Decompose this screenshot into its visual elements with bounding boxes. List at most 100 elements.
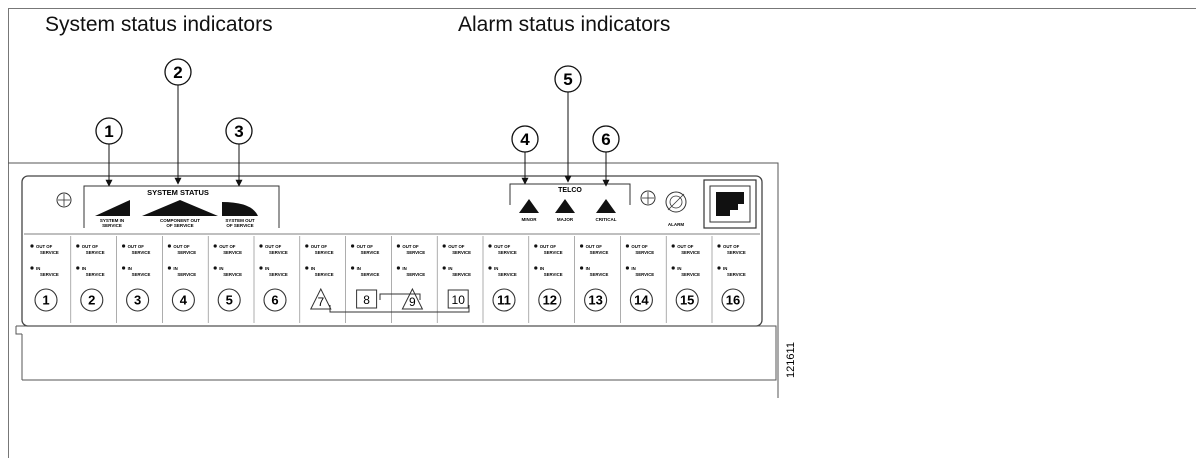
svg-text:OUT OF: OUT OF — [631, 244, 648, 249]
svg-text:SERVICE: SERVICE — [102, 223, 122, 228]
critical-led — [596, 199, 616, 213]
out-of-service-led — [717, 244, 721, 248]
chassis-top-edge — [8, 162, 779, 398]
svg-text:IN: IN — [723, 266, 727, 271]
svg-text:SERVICE: SERVICE — [406, 272, 425, 277]
svg-text:SERVICE: SERVICE — [269, 272, 288, 277]
svg-text:SERVICE: SERVICE — [86, 250, 105, 255]
svg-text:SYSTEM IN: SYSTEM IN — [100, 218, 124, 223]
svg-text:OF SERVICE: OF SERVICE — [166, 223, 193, 228]
out-of-service-led — [442, 244, 446, 248]
svg-text:IN: IN — [82, 266, 86, 271]
slot-number-circle — [721, 288, 745, 312]
svg-text:OUT OF: OUT OF — [36, 244, 53, 249]
svg-text:SERVICE: SERVICE — [315, 272, 334, 277]
callout-5: 5 — [554, 65, 582, 183]
slot-number: 6 — [271, 293, 278, 308]
svg-text:SERVICE: SERVICE — [40, 272, 59, 277]
in-service-led — [167, 266, 171, 270]
svg-text:OUT OF: OUT OF — [82, 244, 99, 249]
slot-number: 1 — [42, 293, 49, 308]
slot-number-triangle — [401, 287, 424, 310]
slot-number-circle — [126, 288, 150, 312]
callout-number: 5 — [563, 70, 572, 89]
slot-number: 16 — [726, 293, 740, 308]
slot-number: 8 — [363, 293, 370, 307]
system-status-heading: System status indicators — [45, 13, 273, 36]
svg-text:SERVICE: SERVICE — [40, 250, 59, 255]
slot-number: 14 — [634, 293, 649, 308]
callout-number: 2 — [173, 63, 182, 82]
svg-text:MAJOR: MAJOR — [557, 217, 574, 222]
callout-number: 3 — [234, 122, 243, 141]
svg-text:IN: IN — [677, 266, 681, 271]
svg-text:OUT OF: OUT OF — [219, 244, 236, 249]
slot-number: 11 — [497, 293, 511, 308]
svg-text:SERVICE: SERVICE — [681, 250, 700, 255]
svg-text:OUT OF: OUT OF — [128, 244, 145, 249]
svg-text:SERVICE: SERVICE — [86, 272, 105, 277]
svg-text:SERVICE: SERVICE — [132, 250, 151, 255]
svg-text:SERVICE: SERVICE — [727, 272, 746, 277]
in-service-led — [351, 266, 355, 270]
chassis-base — [16, 325, 777, 381]
svg-text:OUT OF: OUT OF — [402, 244, 419, 249]
telco-group: TELCO MINOR MAJOR CRITICAL — [509, 183, 631, 222]
slot-number: 3 — [134, 293, 141, 308]
alarm-status-heading: Alarm status indicators — [458, 13, 671, 36]
slot-number: 10 — [452, 293, 466, 307]
callout-6: 6 — [592, 125, 620, 187]
out-of-service-led — [534, 244, 538, 248]
out-of-service-led — [625, 244, 630, 248]
svg-text:IN: IN — [128, 266, 132, 271]
svg-text:IN: IN — [494, 266, 498, 271]
slot-group-connector — [329, 293, 470, 313]
slot-number-circle — [584, 288, 608, 312]
slot-number-circle — [171, 288, 195, 312]
svg-text:SERVICE: SERVICE — [177, 250, 196, 255]
telco-title: TELCO — [558, 187, 582, 194]
screw-icon-right — [640, 190, 656, 206]
svg-text:SERVICE: SERVICE — [177, 272, 196, 277]
svg-text:SERVICE: SERVICE — [544, 250, 563, 255]
system-in-service-led — [95, 200, 130, 216]
callout-number: 1 — [104, 122, 113, 141]
svg-text:SERVICE: SERVICE — [406, 250, 425, 255]
svg-text:CRITICAL: CRITICAL — [596, 217, 617, 222]
svg-text:OUT OF: OUT OF — [357, 244, 374, 249]
out-of-service-led — [30, 244, 34, 248]
svg-text:OF SERVICE: OF SERVICE — [226, 223, 253, 228]
svg-text:SERVICE: SERVICE — [681, 272, 700, 277]
in-service-led — [671, 266, 675, 270]
out-of-service-led — [259, 244, 263, 248]
frame-left-border — [8, 8, 9, 458]
frame-top-border — [8, 8, 1196, 9]
out-of-service-led — [396, 244, 400, 248]
svg-text:SERVICE: SERVICE — [498, 272, 517, 277]
svg-text:SERVICE: SERVICE — [361, 250, 380, 255]
svg-text:SERVICE: SERVICE — [269, 250, 288, 255]
in-service-led — [30, 266, 34, 270]
svg-text:SERVICE: SERVICE — [635, 250, 654, 255]
svg-text:SERVICE: SERVICE — [361, 272, 380, 277]
screw-icon-left — [56, 192, 72, 208]
svg-text:ALARM: ALARM — [668, 222, 684, 227]
svg-text:OUT OF: OUT OF — [265, 244, 282, 249]
in-service-led — [259, 266, 263, 270]
svg-text:IN: IN — [586, 266, 590, 271]
slot-number: 2 — [88, 293, 95, 308]
out-of-service-led — [122, 244, 126, 248]
slot-number-circle — [217, 288, 241, 312]
